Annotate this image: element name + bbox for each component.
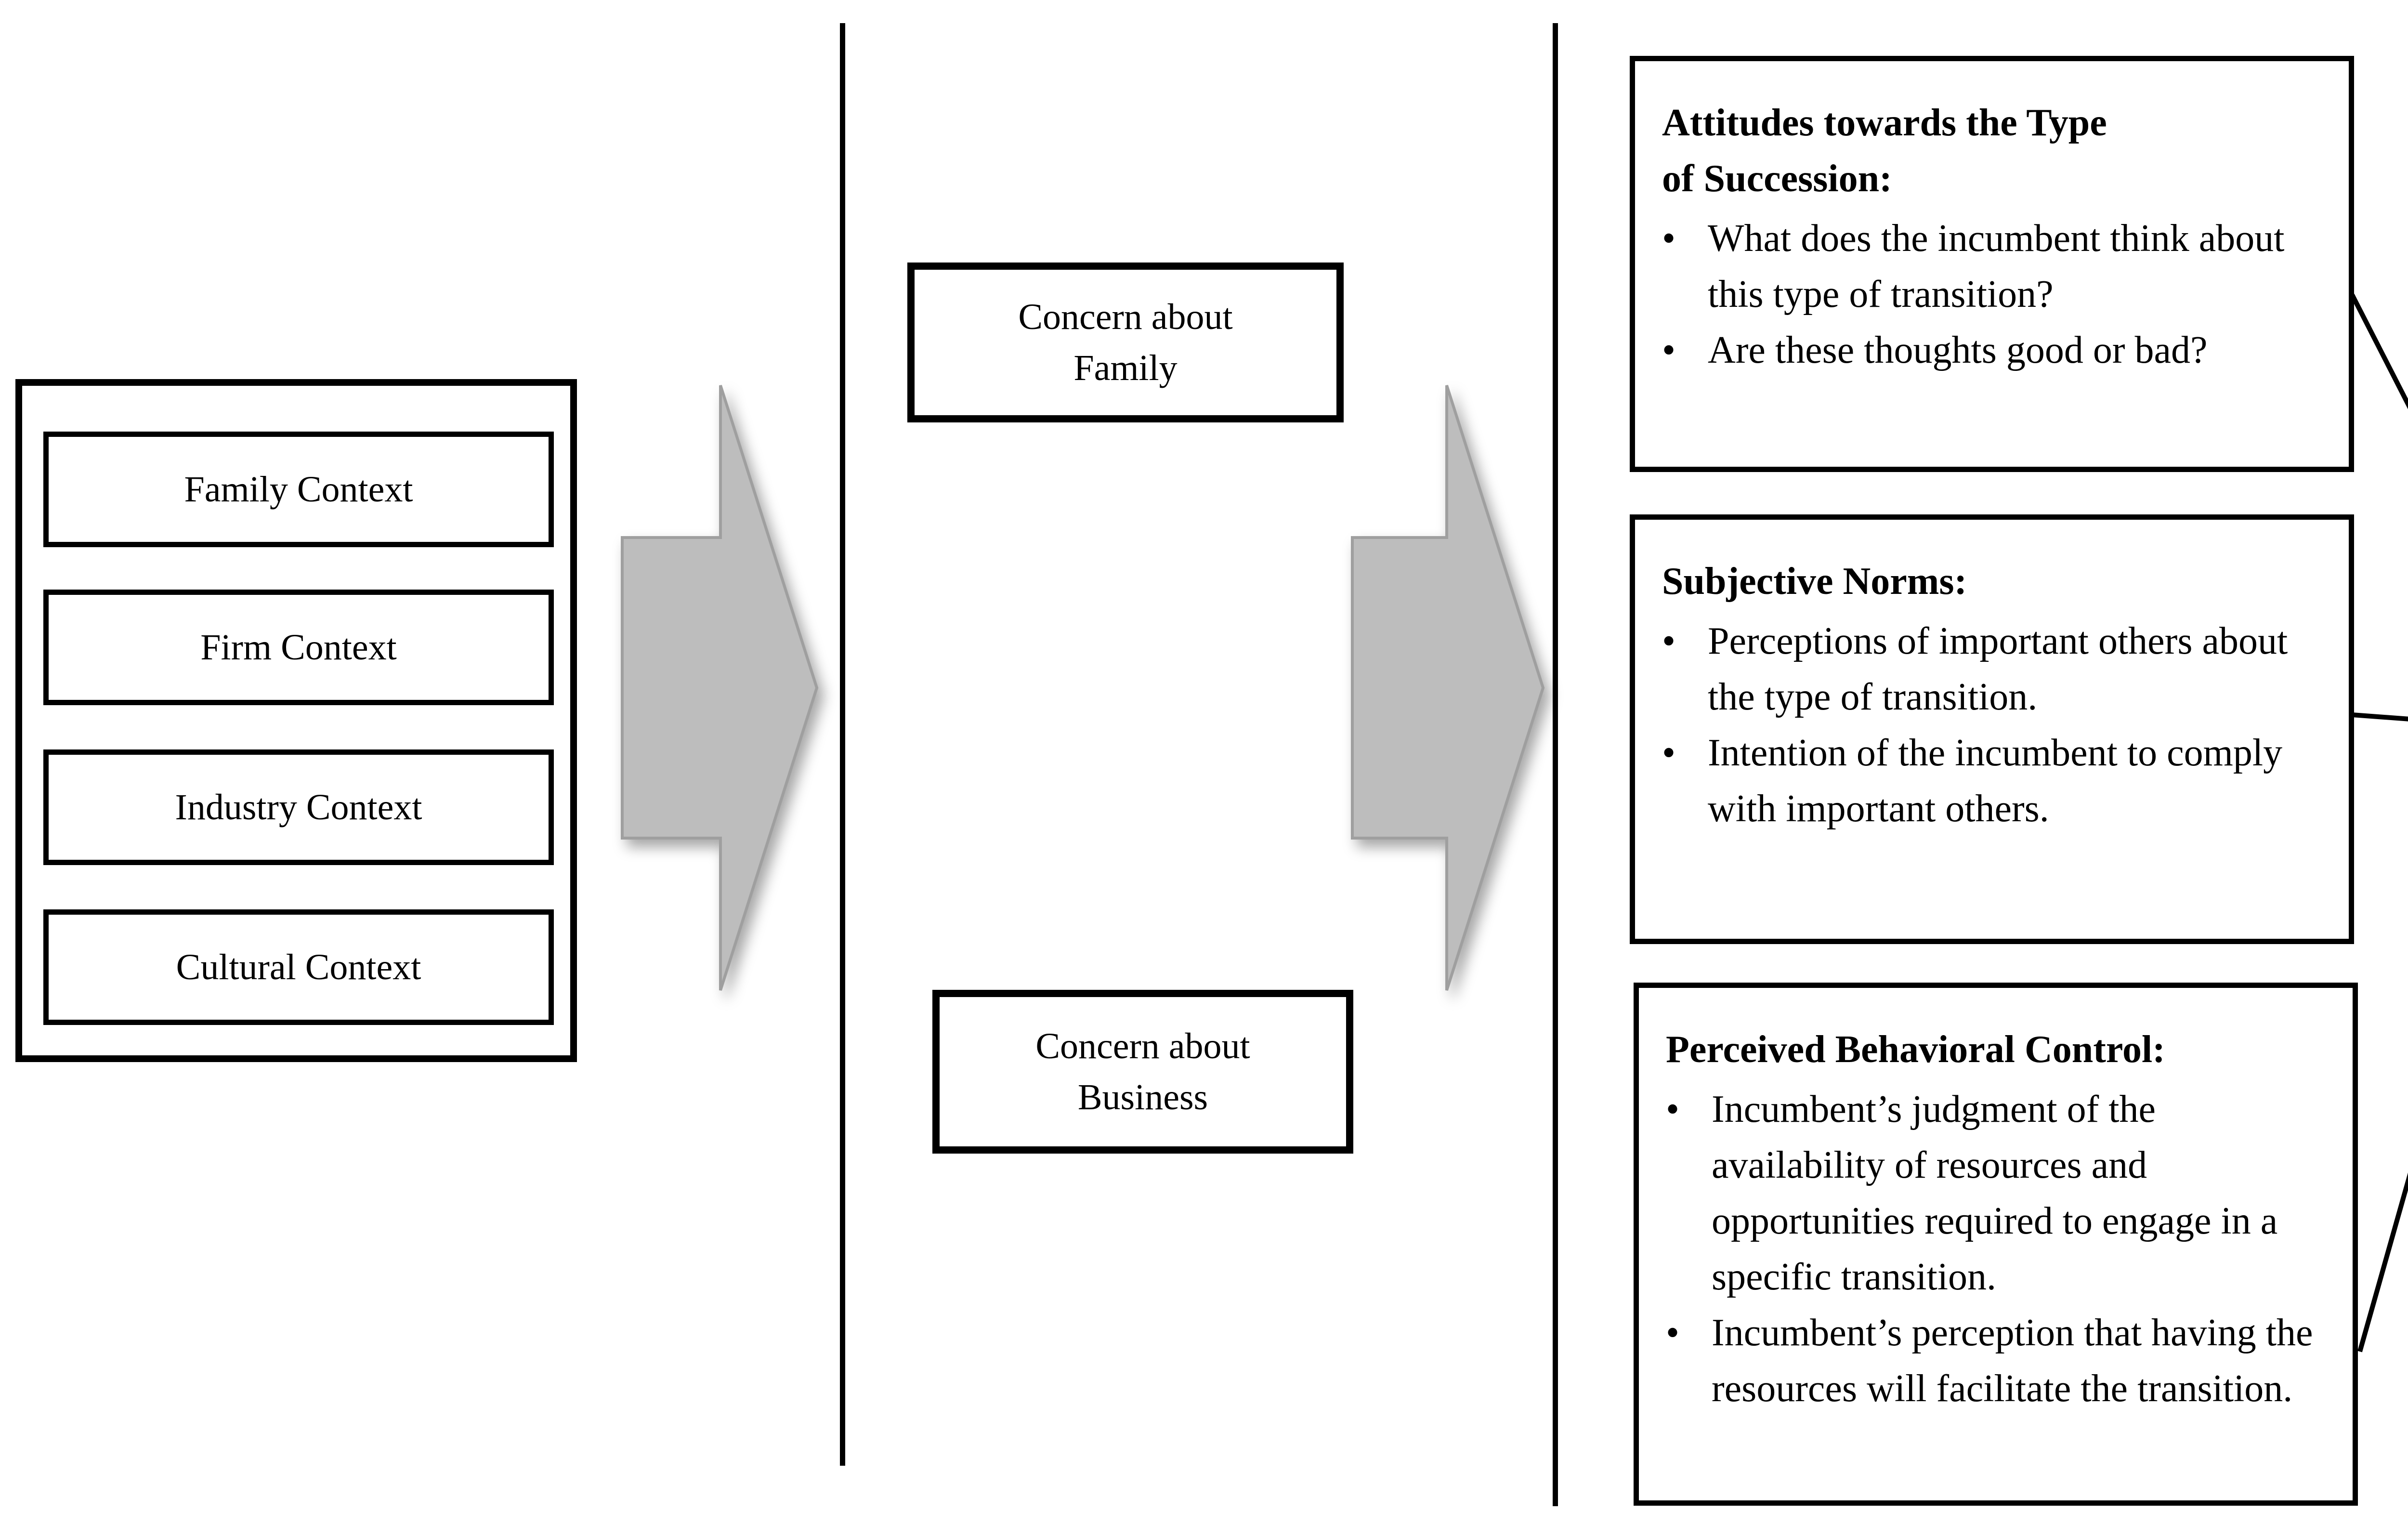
behavioral-control-bullet-list: • Incumbent’s judgment of the availabili…	[1666, 1081, 2324, 1417]
behavioral-control-title: Perceived Behavioral Control:	[1666, 1022, 2324, 1077]
block-arrow-icon-left	[621, 385, 819, 991]
bullet-text: Perceptions of important others about th…	[1708, 620, 2288, 718]
list-item: • Are these thoughts good or bad?	[1662, 322, 2320, 378]
list-item: • Incumbent’s perception that having the…	[1666, 1305, 2324, 1417]
subjective-norms-title: Subjective Norms:	[1662, 553, 2320, 609]
block-arrow-icon-right	[1351, 385, 1545, 991]
context-box-firm: Firm Context	[43, 590, 554, 705]
attitudes-title: Attitudes towards the Type of Succession…	[1662, 95, 2320, 207]
concern-family-line: Concern about	[1018, 297, 1233, 337]
context-box-label: Family Context	[184, 469, 413, 510]
bullet-text: Incumbent’s perception that having the r…	[1712, 1312, 2313, 1410]
arrow-norms-to-intention-icon	[2352, 712, 2408, 722]
context-box-family: Family Context	[43, 432, 554, 547]
bullet-icon: •	[1666, 1088, 1680, 1130]
bullet-text: What does the incumbent think about this…	[1708, 217, 2285, 315]
list-item: • Perceptions of important others about …	[1662, 613, 2320, 725]
bullet-text: Intention of the incumbent to comply wit…	[1708, 732, 2283, 830]
subjective-norms-title-line: Subjective Norms:	[1662, 560, 1967, 603]
list-item: • What does the incumbent think about th…	[1662, 210, 2320, 322]
list-item: • Incumbent’s judgment of the availabili…	[1666, 1081, 2324, 1305]
attitudes-box: Attitudes towards the Type of Succession…	[1630, 56, 2354, 472]
bullet-icon: •	[1662, 732, 1676, 774]
subjective-norms-bullet-list: • Perceptions of important others about …	[1662, 613, 2320, 837]
context-box-cultural: Cultural Context	[43, 909, 554, 1025]
behavioral-control-box: Perceived Behavioral Control: • Incumben…	[1634, 983, 2358, 1506]
divider-line-2	[1553, 23, 1558, 1506]
behavioral-control-title-line: Perceived Behavioral Control:	[1666, 1028, 2165, 1071]
bullet-icon: •	[1662, 217, 1676, 260]
concern-business-line: Concern about	[1035, 1026, 1250, 1066]
context-box-label: Industry Context	[175, 787, 422, 828]
attitudes-title-line: of Succession:	[1662, 158, 1892, 200]
bullet-text: Are these thoughts good or bad?	[1708, 329, 2208, 371]
concern-family-box: Concern about Family	[907, 263, 1344, 422]
concern-business-line: Business	[1077, 1077, 1208, 1117]
attitudes-title-line: Attitudes towards the Type	[1662, 102, 2107, 144]
divider-line-1	[840, 23, 845, 1466]
arrow-pbc-to-intention-icon	[2357, 1172, 2408, 1353]
context-box-label: Firm Context	[200, 627, 397, 668]
bullet-icon: •	[1666, 1312, 1680, 1354]
bullet-text: Incumbent’s judgment of the availability…	[1712, 1088, 2278, 1298]
context-box-label: Cultural Context	[176, 946, 421, 987]
bullet-icon: •	[1662, 329, 1676, 371]
attitudes-bullet-list: • What does the incumbent think about th…	[1662, 210, 2320, 378]
context-box-industry: Industry Context	[43, 749, 554, 865]
subjective-norms-box: Subjective Norms: • Perceptions of impor…	[1630, 514, 2354, 944]
arrow-attitudes-to-intention-icon	[2350, 293, 2408, 409]
list-item: • Intention of the incumbent to comply w…	[1662, 725, 2320, 837]
bullet-icon: •	[1662, 620, 1676, 662]
concern-business-box: Concern about Business	[932, 990, 1353, 1154]
concern-family-line: Family	[1073, 348, 1178, 388]
